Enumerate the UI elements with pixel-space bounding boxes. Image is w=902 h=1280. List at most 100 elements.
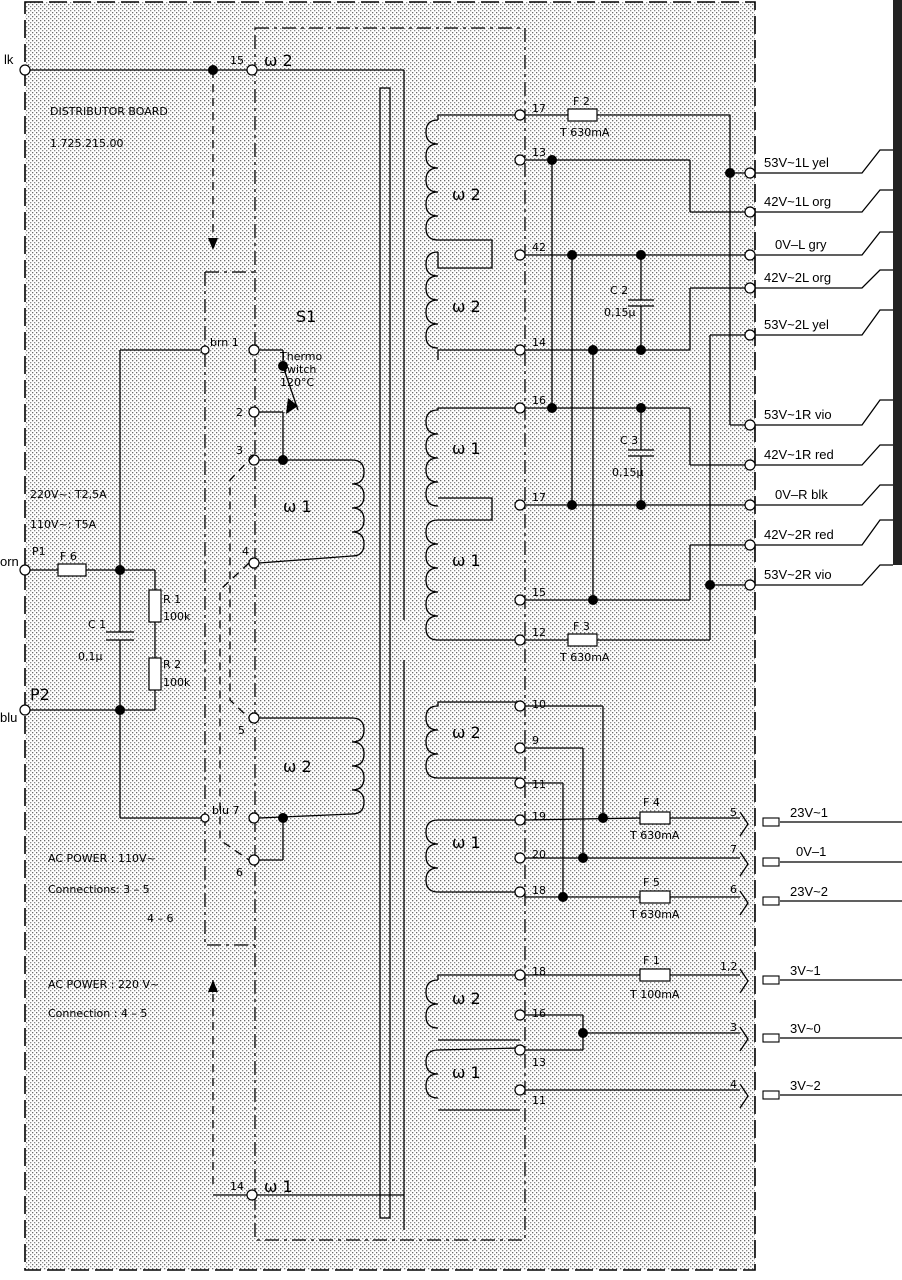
output-label: 3V~2 (790, 1078, 821, 1093)
low-output-labels: 23V~1 0V–1 23V~2 3V~1 3V~0 3V~2 (790, 805, 828, 1093)
svg-text:16: 16 (532, 394, 546, 407)
pin-15: 15 (230, 54, 244, 67)
output-label: 0V–R blk (775, 487, 828, 502)
svg-text:4: 4 (730, 1078, 737, 1091)
pin-3: 3 (236, 444, 243, 457)
pin-1: brn 1 (210, 336, 239, 349)
r1-label: R 1 (163, 593, 181, 606)
secondary-pin-numbers: 17 13 42 14 16 17 15 12 10 9 11 19 20 18… (532, 102, 546, 1107)
output-label: 3V~0 (790, 1021, 821, 1036)
pin-6: 6 (236, 866, 243, 879)
fuse-rating-220: 220V~: T2,5A (30, 488, 107, 501)
output-label: 0V–1 (796, 844, 826, 859)
svg-text:18: 18 (532, 965, 546, 978)
sec-w1a: ω 1 (452, 439, 481, 458)
ac220-line2: Connection : 4 – 5 (48, 1007, 147, 1020)
sec-w2b: ω 2 (452, 297, 481, 316)
output-label: 23V~1 (790, 805, 828, 820)
svg-text:9: 9 (532, 734, 539, 747)
output-label: 23V~2 (790, 884, 828, 899)
c2-value: 0,15µ (604, 306, 636, 319)
output-terminals (744, 167, 756, 591)
sec-w1c: ω 1 (452, 833, 481, 852)
fuse-rating-110: 110V~: T5A (30, 518, 97, 531)
thermo-line2: Switch (280, 363, 316, 376)
output-label: 42V~2R red (764, 527, 834, 542)
ac110-line3: 4 – 6 (147, 912, 174, 925)
output-label: 3V~1 (790, 963, 821, 978)
sec-w2a: ω 2 (452, 185, 481, 204)
svg-text:10: 10 (532, 698, 546, 711)
c2-label: C 2 (610, 284, 628, 297)
input-blk-label: lk (4, 52, 14, 67)
f5-value: T 630mA (629, 908, 680, 921)
r2-value: 100k (163, 676, 191, 689)
f4-label: F 4 (643, 796, 660, 809)
top-w2-label: ω 2 (264, 51, 293, 70)
f1-label: F 1 (643, 954, 660, 967)
svg-text:3: 3 (730, 1021, 737, 1034)
sec-w2c: ω 2 (452, 723, 481, 742)
f6-label: F 6 (60, 550, 77, 563)
svg-text:42: 42 (532, 241, 546, 254)
svg-text:11: 11 (532, 1094, 546, 1107)
pin-7: blu 7 (212, 804, 240, 817)
bot-w1-label: ω 1 (264, 1177, 293, 1196)
secondary-coils (425, 119, 439, 1099)
svg-text:17: 17 (532, 491, 546, 504)
svg-text:13: 13 (532, 146, 546, 159)
input-blu-label: blu (0, 710, 17, 725)
p1-label: P1 (32, 545, 46, 558)
switch-label: S1 (296, 307, 316, 326)
output-label: 42V~2L org (764, 270, 831, 285)
svg-text:7: 7 (730, 843, 737, 856)
c3-value: 0,15µ (612, 466, 644, 479)
p2-label: P2 (30, 685, 50, 704)
sec-w2d: ω 2 (452, 989, 481, 1008)
pin-2: 2 (236, 406, 243, 419)
f4-value: T 630mA (629, 829, 680, 842)
svg-text:18: 18 (532, 884, 546, 897)
output-labels: 53V~1L yel 42V~1L org 0V–L gry 42V~2L or… (764, 155, 834, 582)
f3-label: F 3 (573, 620, 590, 633)
svg-text:16: 16 (532, 1007, 546, 1020)
svg-text:5: 5 (730, 806, 737, 819)
output-label: 42V~1R red (764, 447, 834, 462)
ac110-line1: AC POWER : 110V~ (48, 852, 156, 865)
thermo-line3: 120°C (280, 376, 314, 389)
r1-value: 100k (163, 610, 191, 623)
f1-value: T 100mA (629, 988, 680, 1001)
svg-text:15: 15 (532, 586, 546, 599)
ac110-line2: Connections: 3 – 5 (48, 883, 150, 896)
switch-box (204, 271, 255, 946)
junction-dots (547, 155, 735, 605)
board-part-no: 1.725.215.00 (50, 137, 123, 150)
svg-text:11: 11 (532, 778, 546, 791)
svg-text:17: 17 (532, 102, 546, 115)
svg-text:13: 13 (532, 1056, 546, 1069)
pin-4: 4 (242, 545, 249, 558)
board-title: DISTRIBUTOR BOARD (50, 105, 168, 118)
c1-label: C 1 (88, 618, 106, 631)
side-bar (893, 0, 902, 565)
f2-value: T 630mA (559, 126, 610, 139)
c3-label: C 3 (620, 434, 638, 447)
f2-label: F 2 (573, 95, 590, 108)
c1-value: 0,1µ (78, 650, 103, 663)
svg-text:20: 20 (532, 848, 546, 861)
sec-w1b: ω 1 (452, 551, 481, 570)
output-label: 53V~2R vio (764, 567, 832, 582)
svg-text:6: 6 (730, 883, 737, 896)
input-brn-label: orn (0, 554, 19, 569)
output-label: 53V~1L yel (764, 155, 829, 170)
output-label: 53V~2L yel (764, 317, 829, 332)
primary-w2-label: ω 2 (283, 757, 312, 776)
thermo-line1: Thermo (279, 350, 323, 363)
svg-text:12: 12 (532, 626, 546, 639)
sec-w1d: ω 1 (452, 1063, 481, 1082)
svg-text:14: 14 (532, 336, 546, 349)
connector-pin-numbers: 5 7 6 1,2 3 4 (720, 806, 738, 1091)
pin-5: 5 (238, 724, 245, 737)
r2-label: R 2 (163, 658, 181, 671)
